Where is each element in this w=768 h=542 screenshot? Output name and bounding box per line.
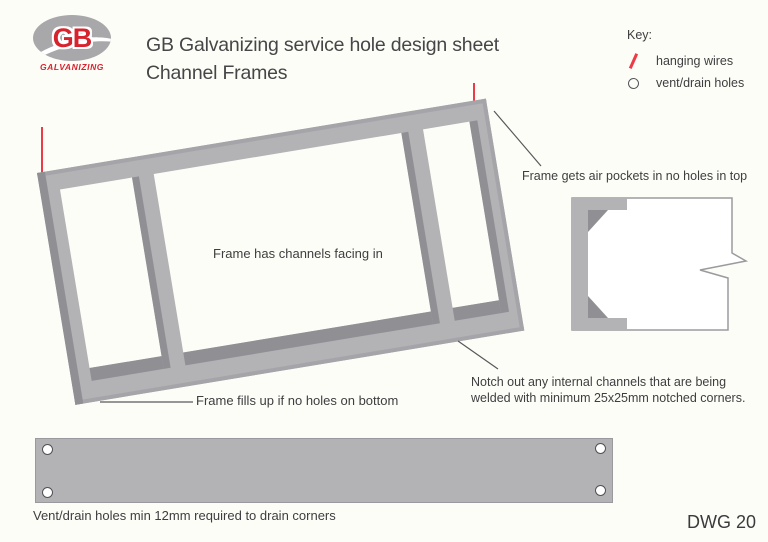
frame-opening-left	[59, 177, 162, 369]
page-title-line2: Channel Frames	[146, 62, 288, 84]
vent-drain-hole	[42, 444, 53, 455]
annotation-fills-up: Frame fills up if no holes on bottom	[196, 393, 399, 408]
annotation-air-pockets: Frame gets air pockets in no holes in to…	[522, 169, 748, 183]
frame-label: Frame has channels facing in	[213, 246, 383, 261]
vent-drain-hole-icon	[628, 78, 639, 89]
legend-item-vent-drain-holes: vent/drain holes	[627, 74, 744, 96]
vent-drain-hole	[595, 485, 606, 496]
legend-item-hanging-wires: hanging wires	[627, 52, 733, 74]
page-title-line1: GB Galvanizing service hole design sheet	[146, 34, 499, 56]
leader-air-pockets	[493, 110, 542, 167]
notched-corner-top	[588, 210, 608, 232]
drawing-number: DWG 20	[687, 512, 757, 532]
bottom-plate-drawing	[35, 438, 613, 503]
logo-ellipse: GB	[33, 15, 111, 61]
legend: Key: hanging wires vent/drain holes	[627, 28, 744, 96]
hanging-wire-right	[473, 83, 475, 103]
channel-profile	[572, 198, 627, 330]
channel-cross-section	[571, 197, 749, 331]
hanging-wire-left	[41, 127, 43, 173]
bottom-plate-caption: Vent/drain holes min 12mm required to dr…	[33, 508, 336, 523]
logo-subtext: GALVANIZING	[39, 62, 105, 72]
vent-drain-hole	[595, 443, 606, 454]
annotation-notch-line1: Notch out any internal channels that are…	[471, 375, 727, 389]
leader-notch	[457, 340, 499, 370]
notched-corner-bottom	[588, 296, 608, 318]
legend-title: Key:	[627, 28, 653, 42]
legend-item-label: hanging wires	[656, 54, 734, 68]
annotation-notch: Notch out any internal channels that are…	[471, 374, 745, 406]
vent-drain-hole	[42, 487, 53, 498]
logo-text: GB	[52, 22, 92, 53]
gb-galvanizing-logo: GB GALVANIZING	[33, 15, 111, 72]
annotation-notch-line2: welded with minimum 25x25mm notched corn…	[471, 391, 746, 405]
hanging-wire-icon	[628, 53, 638, 69]
page-title: GB Galvanizing service hole design sheet…	[146, 31, 499, 87]
legend-item-label: vent/drain holes	[656, 76, 745, 90]
